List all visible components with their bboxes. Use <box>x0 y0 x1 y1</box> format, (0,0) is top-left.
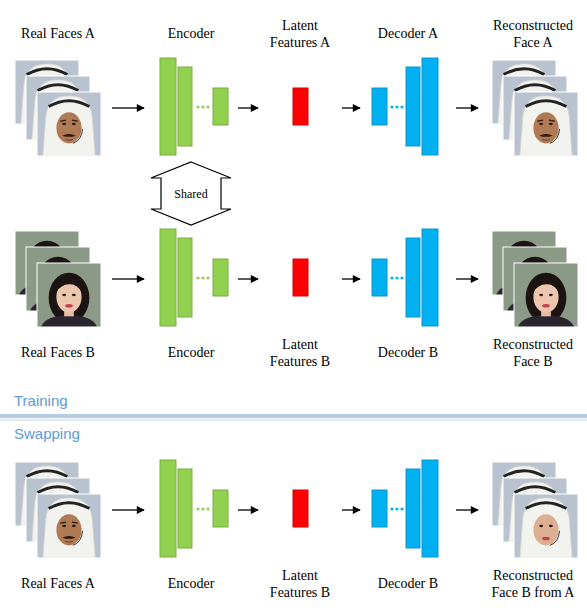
reconstructed-images: Reconstructed Face B <box>484 229 582 375</box>
flow-arrow <box>112 107 144 108</box>
label-area: Encoder <box>150 331 232 375</box>
flow-arrow <box>456 278 478 279</box>
face-photos <box>15 60 101 156</box>
decoder-block: Decoder B <box>366 229 450 375</box>
node-label: Encoder <box>150 575 232 593</box>
node-label: Decoder B <box>366 344 450 362</box>
node-label: Reconstructed Face B from A <box>484 567 582 602</box>
label-area: Encoder <box>150 562 232 606</box>
face-photos <box>492 231 578 327</box>
flow-arrow <box>456 509 478 510</box>
latent-vector: Latent Features B <box>264 460 336 606</box>
label-area: Decoder B <box>366 331 450 375</box>
node-label: Decoder A <box>366 25 450 43</box>
node-label: Decoder B <box>366 575 450 593</box>
network-blocks <box>160 229 438 326</box>
flow-arrow <box>342 278 360 279</box>
edge-label: Shared <box>172 186 209 200</box>
face-photos <box>15 462 101 558</box>
label-area: Latent Features B <box>264 331 336 375</box>
face-photos <box>492 60 578 156</box>
flow-arrow <box>342 107 360 108</box>
label-area: Real Faces B <box>10 331 106 375</box>
label-area: Real Faces A <box>10 562 106 606</box>
label-area: Latent Features B <box>264 562 336 606</box>
label-area: Reconstructed Face B <box>484 331 582 375</box>
latent-vector: Latent Features B <box>264 229 336 375</box>
face-images: Real Faces A <box>10 12 106 158</box>
label-area: Reconstructed Face B from A <box>484 562 582 606</box>
label-area: Latent Features A <box>264 12 336 56</box>
node-label: Real Faces A <box>10 575 106 593</box>
encoder-block: Encoder <box>150 229 232 375</box>
section-divider <box>0 419 587 421</box>
section-title: Training <box>14 392 68 409</box>
flow-arrow <box>112 278 144 279</box>
label-area: Decoder A <box>366 12 450 56</box>
node-label: Encoder <box>150 344 232 362</box>
encoder-block: Encoder <box>150 460 232 606</box>
label-area: Encoder <box>150 12 232 56</box>
face-photos <box>15 231 101 327</box>
flow-arrow <box>342 509 360 510</box>
face-images: Real Faces B <box>10 229 106 375</box>
flow-arrow <box>238 509 258 510</box>
node-label: Latent Features B <box>264 567 336 602</box>
node-label: Latent Features A <box>264 17 336 52</box>
node-label: Reconstructed Face A <box>484 17 582 52</box>
decoder-block: Decoder B <box>366 460 450 606</box>
node-label: Real Faces A <box>10 25 106 43</box>
flow-arrow <box>112 509 144 510</box>
face-images: Real Faces A <box>10 460 106 606</box>
label-area: Reconstructed Face A <box>484 12 582 56</box>
node-label: Encoder <box>150 25 232 43</box>
reconstructed-images: Reconstructed Face B from A <box>484 460 582 606</box>
reconstructed-images: Reconstructed Face A <box>484 12 582 158</box>
node-label: Latent Features B <box>264 336 336 371</box>
flow-arrow <box>456 107 478 108</box>
decoder-block: Decoder A <box>366 12 450 158</box>
section-title: Swapping <box>14 425 80 442</box>
flow-arrow <box>238 107 258 108</box>
section-divider <box>0 414 587 418</box>
face-photos <box>492 462 578 558</box>
shared-block-arrow <box>151 162 231 225</box>
flow-arrow <box>238 278 258 279</box>
network-blocks <box>160 58 438 155</box>
label-area: Decoder B <box>366 562 450 606</box>
latent-vector: Latent Features A <box>264 12 336 158</box>
network-blocks <box>160 460 438 557</box>
node-label: Reconstructed Face B <box>484 336 582 371</box>
node-label: Real Faces B <box>10 344 106 362</box>
label-area: Real Faces A <box>10 12 106 56</box>
encoder-block: Encoder <box>150 12 232 158</box>
